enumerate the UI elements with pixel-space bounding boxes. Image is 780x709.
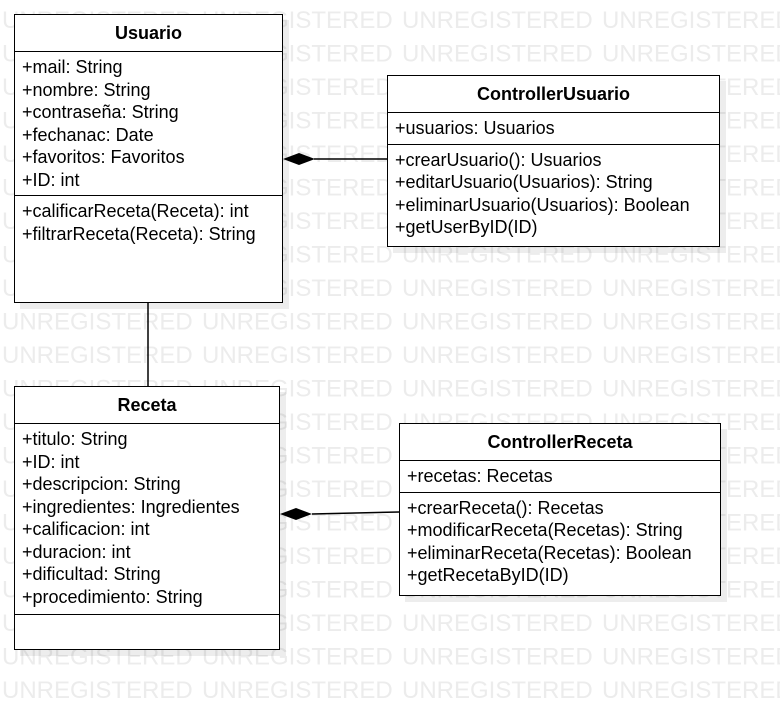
attribute: +nombre: String [22, 79, 151, 100]
operation: +getUserByID(ID) [395, 217, 538, 237]
watermark-text: UNREGISTERED [202, 677, 393, 704]
operation: +eliminarReceta(Recetas): Boolean [407, 542, 692, 563]
attribute: +ingredientes: Ingredientes [22, 496, 240, 517]
composition-receta-controllerreceta-line [311, 511, 400, 515]
watermark-text: UNREGISTERED [602, 342, 780, 369]
operation: +eliminarUsuario(Usuarios): Boolean [395, 194, 690, 215]
class-controller-usuario-title: ControllerUsuario [388, 76, 719, 113]
attribute: +ID: int [22, 169, 80, 190]
composition-diamond-usuario [283, 153, 315, 165]
class-usuario-title: Usuario [15, 15, 282, 52]
attribute: +titulo: String [22, 429, 128, 449]
operation: +filtrarReceta(Receta): String [22, 223, 256, 244]
watermark-text: UNREGISTERED [2, 342, 193, 369]
class-controller-receta-attributes: +recetas: Recetas [400, 461, 720, 493]
watermark-text: UNREGISTERED [602, 7, 780, 34]
class-usuario-operations: +calificarReceta(Receta): int +filtrarRe… [15, 196, 282, 302]
watermark-text: UNREGISTERED [402, 610, 593, 637]
class-controller-usuario-attributes: +usuarios: Usuarios [388, 113, 719, 145]
watermark-text: UNREGISTERED [2, 309, 193, 336]
operation: +editarUsuario(Usuarios): String [395, 172, 653, 192]
watermark-text: UNREGISTERED [2, 677, 193, 704]
operation: +crearUsuario(): Usuarios [395, 149, 602, 170]
watermark-text: UNREGISTERED [402, 7, 593, 34]
watermark-text: UNREGISTERED [402, 309, 593, 336]
attribute: +favoritos: Favoritos [22, 147, 185, 167]
attribute: +contraseña: String [22, 102, 179, 122]
class-receta-title: Receta [15, 387, 279, 424]
class-controller-usuario[interactable]: ControllerUsuario +usuarios: Usuarios +c… [387, 75, 720, 247]
attribute: +recetas: Recetas [407, 466, 553, 486]
attribute: +fechanac: Date [22, 124, 154, 145]
attribute: +mail: String [22, 57, 123, 77]
attribute: +descripcion: String [22, 474, 181, 494]
watermark-text: UNREGISTERED [602, 610, 780, 637]
attribute: +usuarios: Usuarios [395, 118, 555, 138]
watermark-text: UNREGISTERED [402, 376, 593, 403]
watermark-text: UNREGISTERED [402, 677, 593, 704]
class-usuario[interactable]: Usuario +mail: String +nombre: String +c… [14, 14, 283, 303]
class-receta-operations [15, 615, 279, 649]
operation: +calificarReceta(Receta): int [22, 201, 249, 221]
watermark-text: UNREGISTERED [402, 275, 593, 302]
watermark-text: UNREGISTERED [602, 644, 780, 671]
attribute: +calificacion: int [22, 519, 150, 539]
class-controller-receta[interactable]: ControllerReceta +recetas: Recetas +crea… [399, 423, 721, 596]
operation: +crearReceta(): Recetas [407, 497, 604, 518]
watermark-text: UNREGISTERED [602, 41, 780, 68]
watermark-text: UNREGISTERED [402, 342, 593, 369]
class-receta-attributes: +titulo: String +ID: int +descripcion: S… [15, 424, 279, 615]
operation: +modificarReceta(Recetas): String [407, 520, 683, 540]
watermark-text: UNREGISTERED [602, 376, 780, 403]
class-controller-usuario-operations: +crearUsuario(): Usuarios +editarUsuario… [388, 145, 719, 247]
attribute: +duracion: int [22, 541, 131, 562]
class-usuario-attributes: +mail: String +nombre: String +contraseñ… [15, 52, 282, 196]
watermark-text: UNREGISTERED [402, 644, 593, 671]
operation: +getRecetaByID(ID) [407, 565, 569, 585]
watermark-text: UNREGISTERED [402, 41, 593, 68]
attribute: +ID: int [22, 451, 80, 472]
attribute: +dificultad: String [22, 564, 161, 584]
watermark-text: UNREGISTERED [602, 275, 780, 302]
watermark-text: UNREGISTERED [202, 309, 393, 336]
watermark-text: UNREGISTERED [202, 342, 393, 369]
watermark-text: UNREGISTERED [602, 677, 780, 704]
class-controller-receta-title: ControllerReceta [400, 424, 720, 461]
watermark-text: UNREGISTERED [602, 309, 780, 336]
attribute: +procedimiento: String [22, 586, 203, 607]
class-receta[interactable]: Receta +titulo: String +ID: int +descrip… [14, 386, 280, 650]
composition-diamond-receta [280, 508, 312, 520]
class-controller-receta-operations: +crearReceta(): Recetas +modificarReceta… [400, 493, 720, 596]
